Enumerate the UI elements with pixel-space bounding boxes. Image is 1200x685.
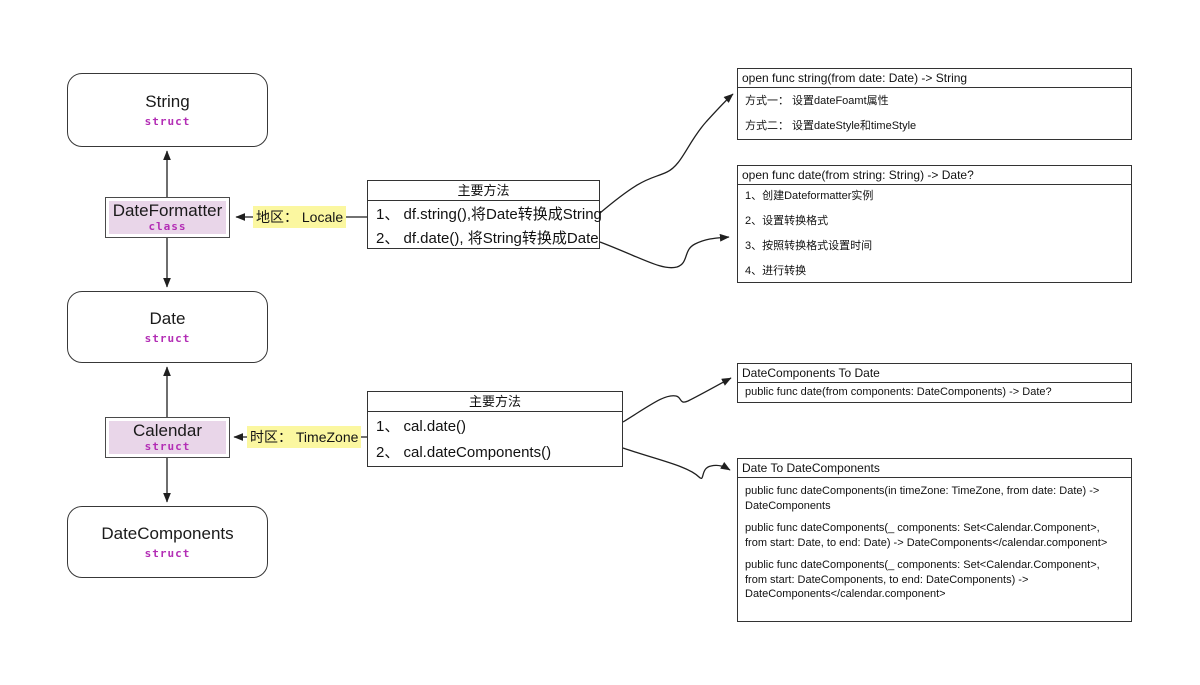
method-row: 2、 df.date(), 将String转换成Date (376, 230, 599, 247)
detail-box-string-func: open func string(from date: Date) -> Str… (737, 68, 1132, 140)
method-row: 1、 cal.date() (376, 418, 467, 435)
connector-methods2-to-components-to-date (622, 377, 732, 423)
entity-string: String struct (67, 73, 268, 147)
entity-calendar-highlight: Calendar struct (109, 421, 226, 454)
detail-line: 2、设置转换格式 (745, 215, 829, 227)
methods-box-dateformatter: 主要方法 1、 df.string(),将Date转换成String 2、 df… (367, 180, 602, 249)
connector-methods1-to-string-func (599, 93, 734, 214)
entity-datecomponents: DateComponents struct (67, 506, 268, 578)
detail-line: 1、创建Dateformatter实例 (745, 190, 874, 202)
entity-date-kind: struct (144, 332, 191, 345)
detail-box-date-to-components: Date To DateComponents public func dateC… (737, 458, 1132, 622)
entity-calendar-name: Calendar (133, 421, 202, 441)
detail-line: public func date(from components: DateCo… (745, 386, 1052, 398)
entity-calendar: Calendar struct (105, 417, 230, 458)
detail-line: 4、进行转换 (745, 265, 807, 277)
methods-box-calendar: 主要方法 1、 cal.date() 2、 cal.dateComponents… (367, 391, 623, 467)
detail-line: 方式一： 设置dateFoamt属性 (745, 95, 889, 107)
detail-line: public func dateComponents(in timeZone: … (745, 485, 1100, 512)
detail-box-header: open func date(from string: String) -> D… (738, 166, 1131, 185)
entity-dateformatter: DateFormatter class (105, 197, 230, 238)
method-row: 2、 cal.dateComponents() (376, 444, 552, 461)
entity-datecomponents-name: DateComponents (101, 524, 234, 543)
label-locale: 地区： Locale (253, 206, 347, 228)
label-timezone: 时区： TimeZone (247, 426, 362, 448)
entity-dateformatter-highlight: DateFormatter class (109, 201, 226, 234)
detail-line: public func dateComponents(_ components:… (745, 559, 1100, 600)
detail-line: 方式二： 设置dateStyle和timeStyle (745, 120, 917, 132)
connector-methods1-to-date-func (599, 233, 730, 269)
detail-box-components-to-date: DateComponents To Date public func date(… (737, 363, 1132, 403)
detail-box-header: DateComponents To Date (738, 364, 1131, 383)
detail-box-date-func: open func date(from string: String) -> D… (737, 165, 1132, 283)
entity-string-name: String (145, 92, 190, 111)
connector-methods2-to-date-to-components (622, 447, 731, 479)
entity-string-kind: struct (144, 115, 191, 128)
entity-dateformatter-kind: class (148, 219, 187, 233)
detail-box-header: open func string(from date: Date) -> Str… (738, 69, 1131, 88)
detail-line: public func dateComponents(_ components:… (745, 522, 1108, 549)
entity-date: Date struct (67, 291, 268, 363)
detail-line: 3、按照转换格式设置时间 (745, 240, 873, 252)
detail-box-header: Date To DateComponents (738, 459, 1131, 478)
entity-dateformatter-name: DateFormatter (112, 201, 223, 221)
entity-calendar-kind: struct (144, 439, 191, 453)
entity-date-name: Date (149, 309, 186, 328)
entity-datecomponents-kind: struct (144, 547, 191, 560)
method-row: 1、 df.string(),将Date转换成String (376, 206, 602, 223)
methods-box-title: 主要方法 (368, 392, 622, 412)
methods-box-title: 主要方法 (368, 181, 599, 201)
